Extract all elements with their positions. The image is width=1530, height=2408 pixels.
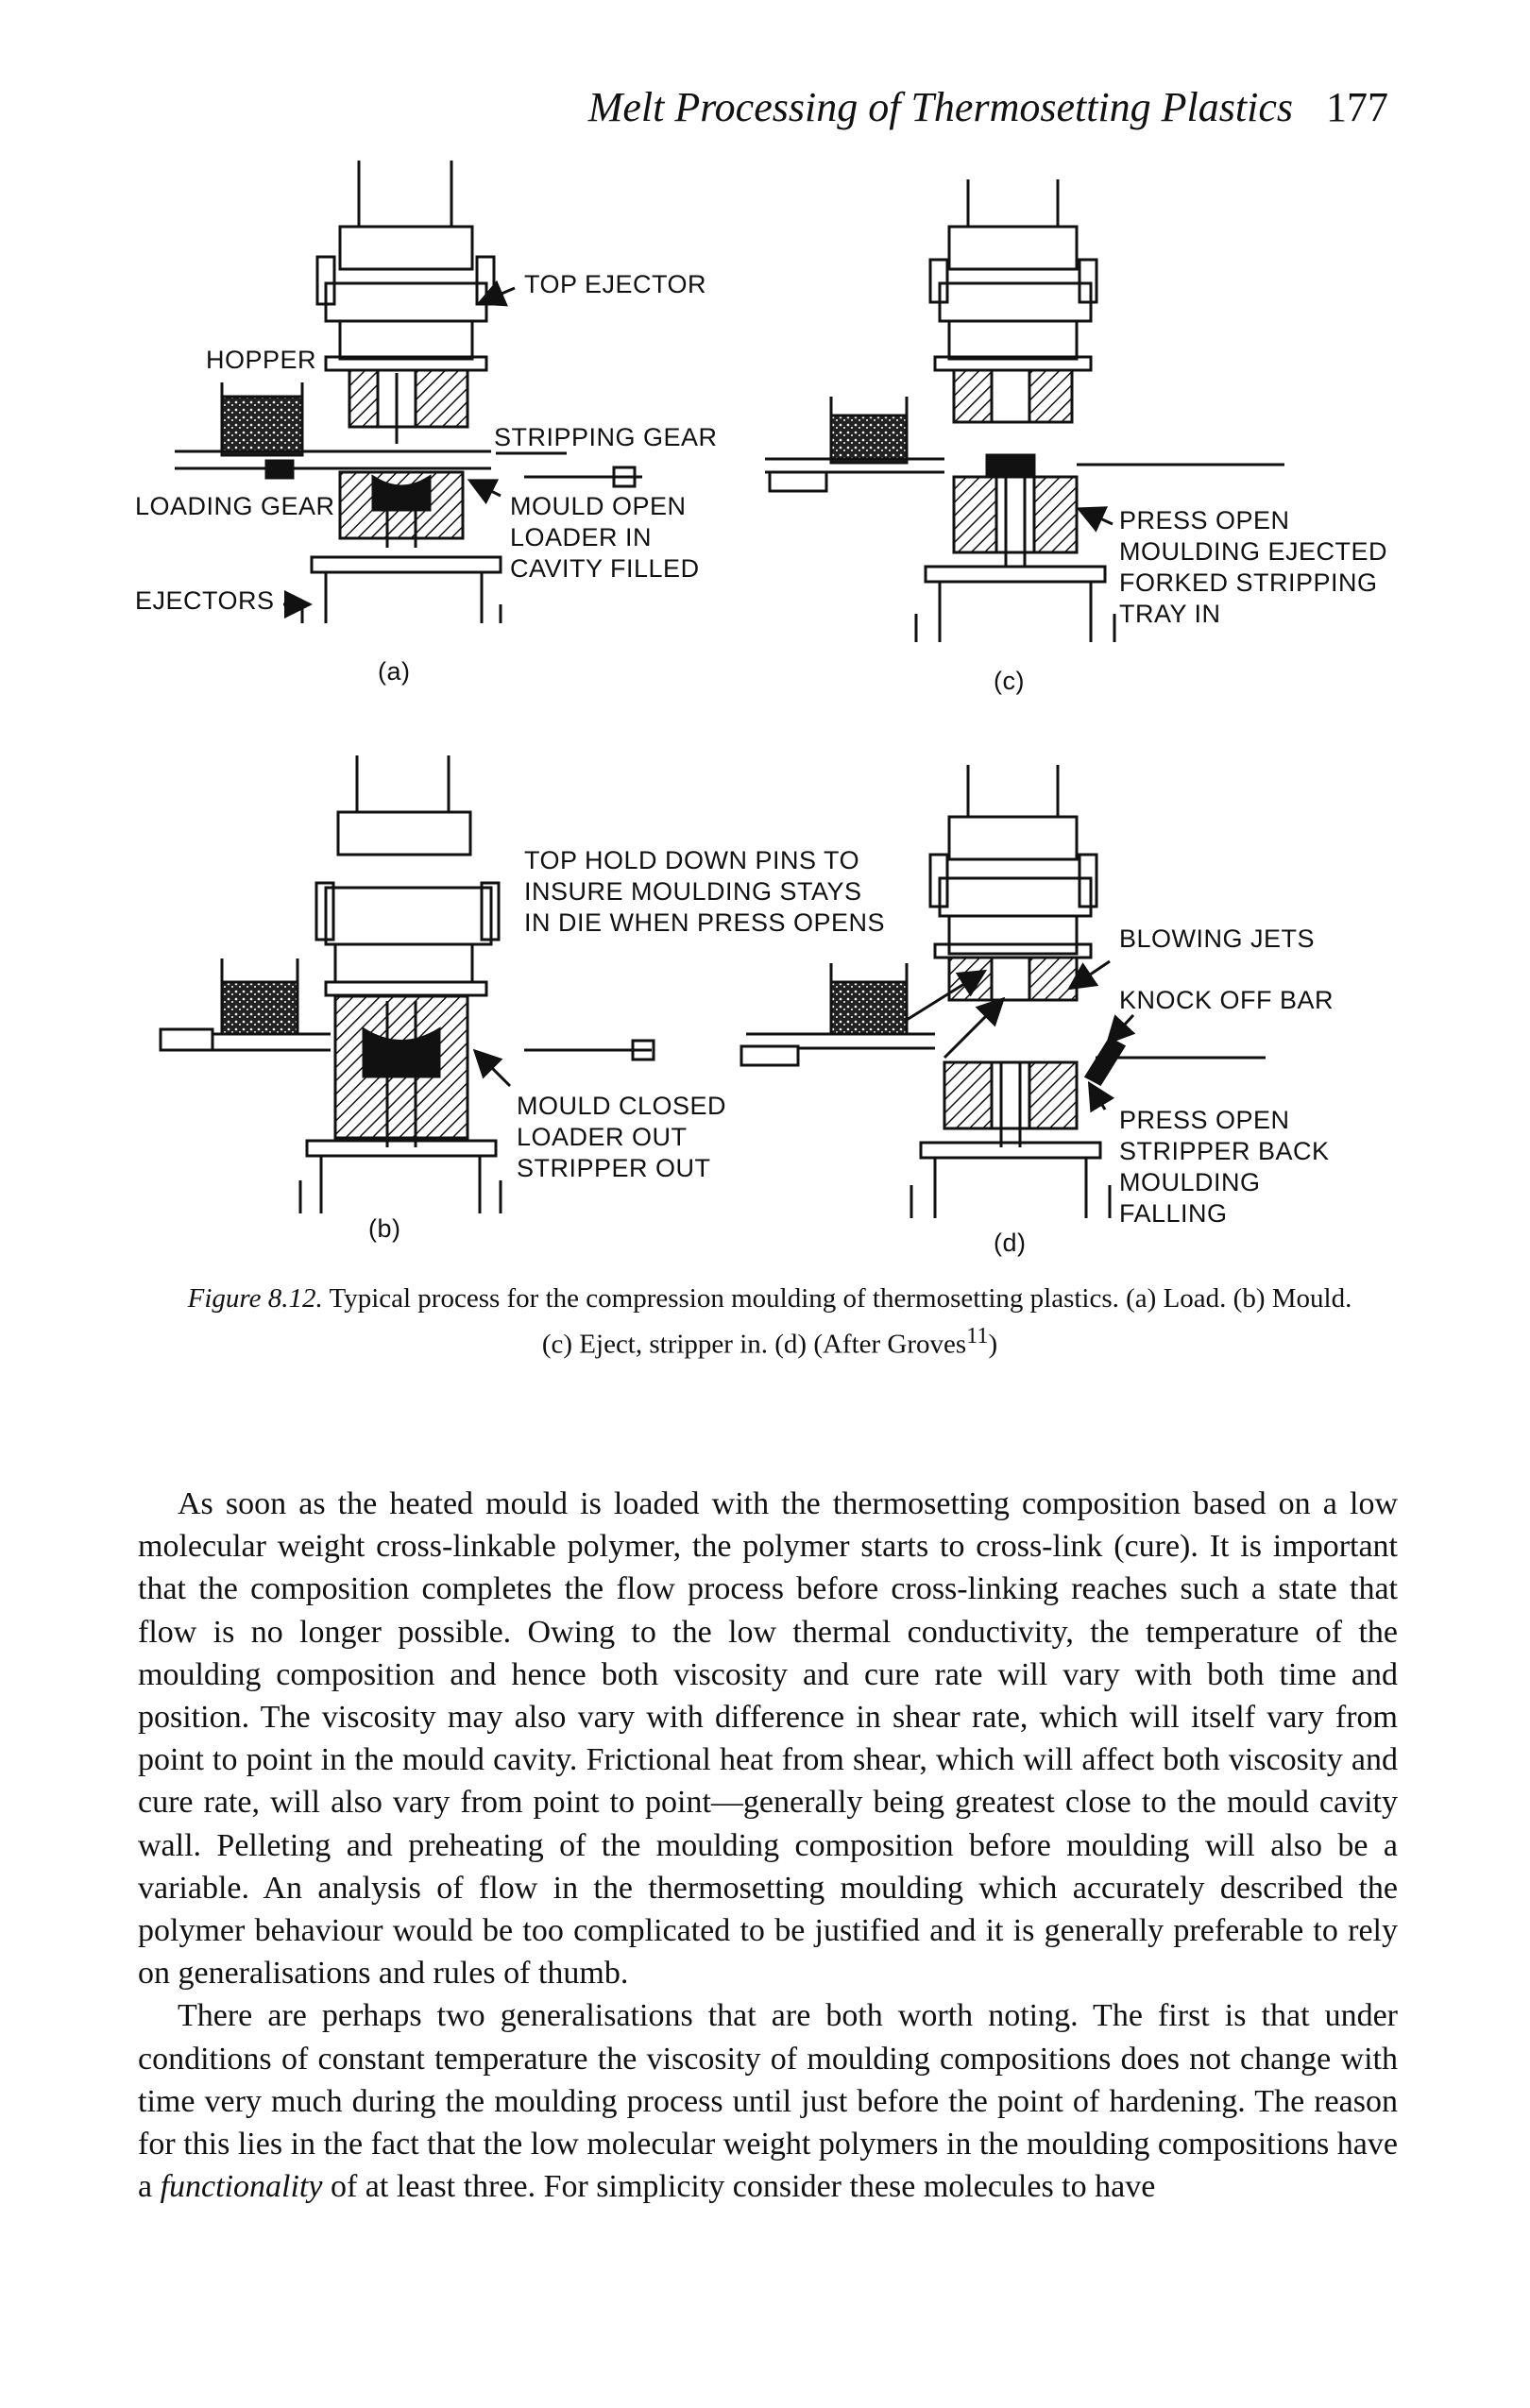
label-knock-off-bar: KNOCK OFF BAR xyxy=(1119,986,1334,1014)
label-stripping-gear: STRIPPING GEAR xyxy=(494,423,718,451)
label-d-status-1: PRESS OPEN xyxy=(1119,1106,1290,1134)
paragraph-2-emphasis: functionality xyxy=(160,2169,323,2205)
compression-moulding-figure: TOP EJECTOR HOPPER STRIPPING GEAR LOADIN… xyxy=(135,161,1387,1257)
label-d-status-4: FALLING xyxy=(1119,1199,1228,1228)
page-number: 177 xyxy=(1326,84,1388,130)
press-a xyxy=(175,161,642,623)
running-title: Melt Processing of Thermosetting Plastic… xyxy=(587,84,1293,130)
label-b-status-3: STRIPPER OUT xyxy=(517,1154,711,1182)
body-text: As soon as the heated mould is loaded wi… xyxy=(138,1483,1398,2208)
paragraph-2: There are perhaps two generalisations th… xyxy=(138,1994,1398,2208)
label-d-status-2: STRIPPER BACK xyxy=(1119,1137,1330,1165)
label-c-status-2: MOULDING EJECTED xyxy=(1119,537,1387,566)
panel-label-d: (d) xyxy=(994,1229,1027,1257)
press-d xyxy=(740,765,1266,1218)
press-b xyxy=(159,755,655,1213)
label-top-ejector: TOP EJECTOR xyxy=(524,270,706,298)
label-ejectors: EJECTORS xyxy=(135,586,275,615)
figure-caption-text: Typical process for the compression moul… xyxy=(329,1283,1352,1360)
label-b-status-2: LOADER OUT xyxy=(517,1123,688,1151)
label-a-status-1: MOULD OPEN xyxy=(510,492,687,520)
figure-caption-end: ) xyxy=(988,1329,998,1360)
paragraph-1: As soon as the heated mould is loaded wi… xyxy=(138,1486,1398,1992)
label-b-top-1: TOP HOLD DOWN PINS TO xyxy=(524,846,859,874)
figure-caption-label: Figure 8.12. xyxy=(187,1283,323,1314)
figure-caption: Figure 8.12. Typical process for the com… xyxy=(179,1280,1360,1364)
label-loading-gear: LOADING GEAR xyxy=(135,492,335,520)
label-c-status-4: TRAY IN xyxy=(1119,600,1221,628)
label-b-top-2: INSURE MOULDING STAYS xyxy=(524,877,862,906)
press-c xyxy=(765,179,1284,642)
label-c-status-1: PRESS OPEN xyxy=(1119,506,1290,534)
label-hopper: HOPPER xyxy=(206,346,316,374)
label-a-status-2: LOADER IN xyxy=(510,523,652,551)
label-blowing-jets: BLOWING JETS xyxy=(1119,924,1315,953)
label-b-top-3: IN DIE WHEN PRESS OPENS xyxy=(524,908,885,937)
label-d-status-3: MOULDING xyxy=(1119,1168,1261,1196)
figure-labels: TOP EJECTOR HOPPER STRIPPING GEAR LOADIN… xyxy=(135,270,1387,1257)
paragraph-2-start: There are perhaps two generalisations th… xyxy=(138,1998,1398,2205)
panel-label-c: (c) xyxy=(994,667,1025,695)
panel-label-a: (a) xyxy=(378,657,411,686)
label-c-status-3: FORKED STRIPPING xyxy=(1119,568,1378,597)
paragraph-2-end: of at least three. For simplicity consid… xyxy=(322,2169,1156,2205)
label-b-status-1: MOULD CLOSED xyxy=(517,1092,726,1120)
panel-label-b: (b) xyxy=(368,1214,401,1243)
figure-caption-ref: 11 xyxy=(966,1323,989,1348)
label-a-status-3: CAVITY FILLED xyxy=(510,554,700,583)
running-header: Melt Processing of Thermosetting Plastic… xyxy=(588,83,1388,131)
